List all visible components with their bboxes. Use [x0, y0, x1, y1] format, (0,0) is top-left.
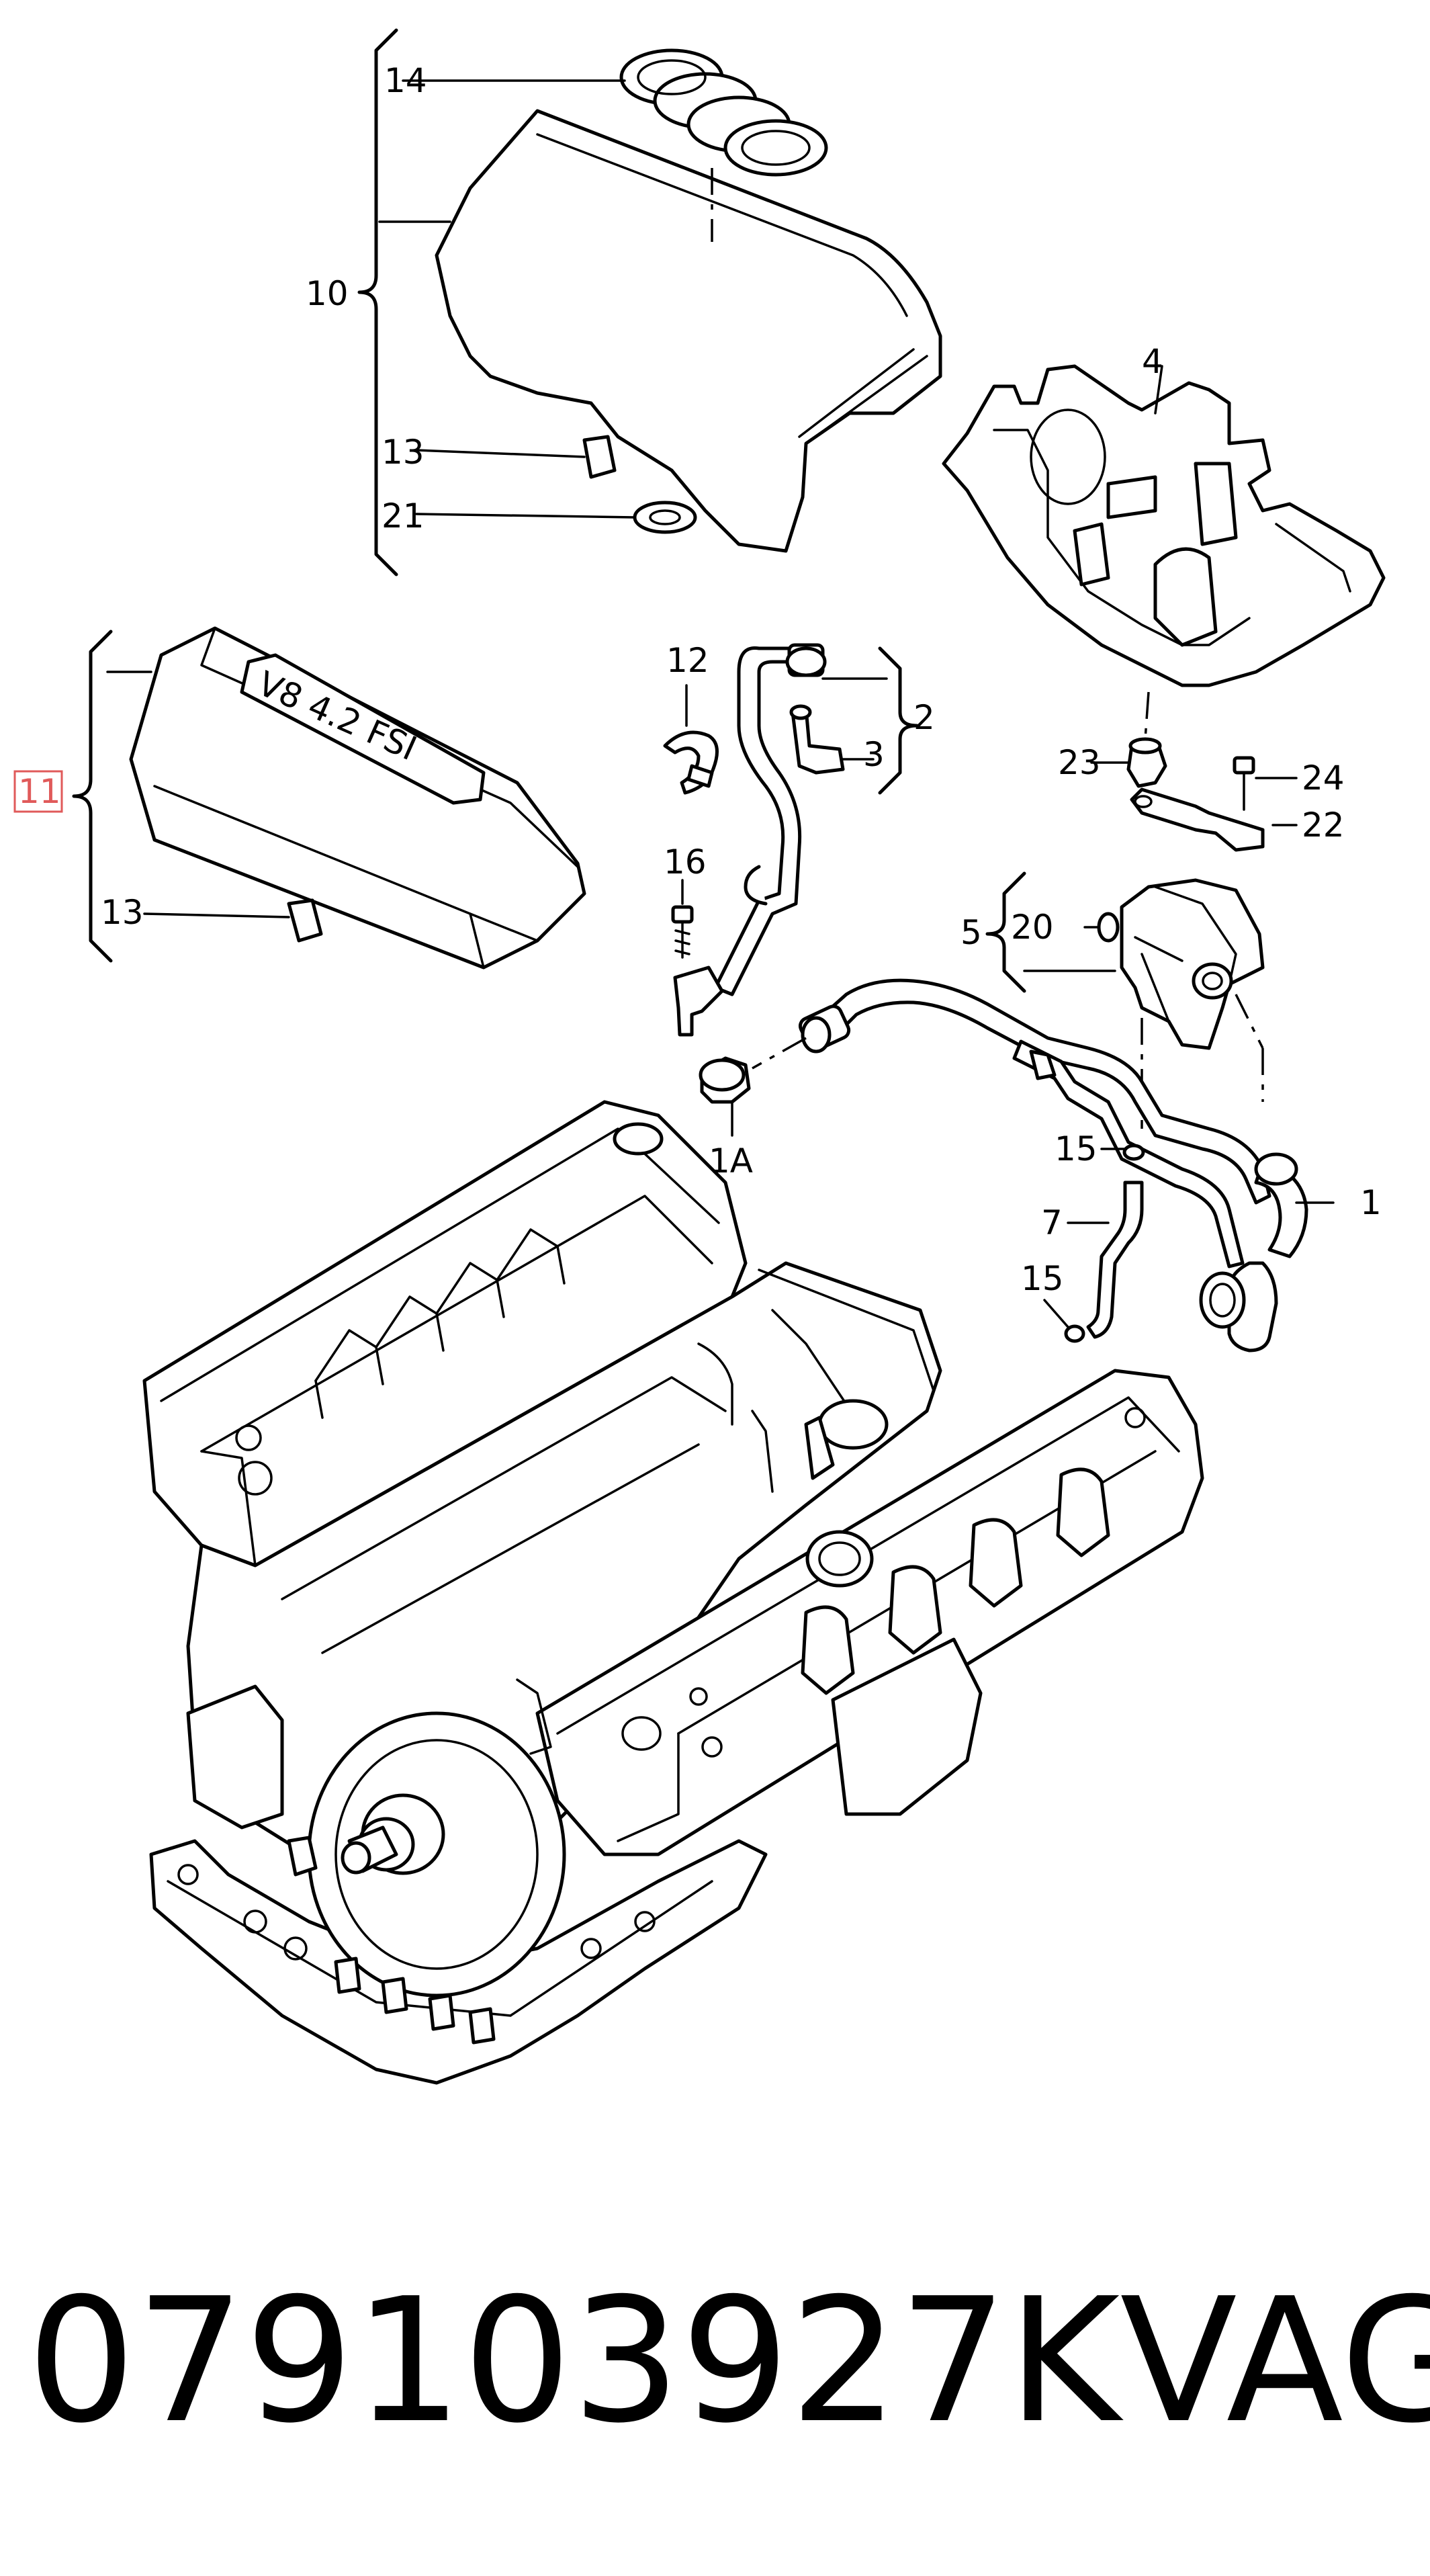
breather-hose-2[interactable] [713, 643, 827, 996]
engine-block [142, 1100, 1204, 2085]
label-13-lower: 13 [101, 893, 144, 932]
label-1: 1 [1360, 1183, 1382, 1222]
grommet-21[interactable] [633, 501, 697, 534]
label-15-upper: 15 [1055, 1129, 1098, 1168]
label-14: 14 [384, 61, 427, 100]
leader-21 [415, 513, 636, 519]
label-22: 22 [1302, 806, 1345, 845]
engine-cover-11[interactable]: V8 4.2 FSI [129, 626, 586, 970]
exploded-view-drawing: V8 4.2 FSI [13, 28, 1386, 2085]
label-16: 16 [664, 843, 707, 882]
label-23: 23 [1058, 743, 1101, 782]
bracket-5 [985, 871, 1026, 993]
label-12: 12 [666, 641, 709, 680]
bolt-16[interactable] [671, 905, 694, 959]
clip-13-upper[interactable] [582, 435, 617, 479]
label-15-lower: 15 [1021, 1259, 1064, 1298]
brand-name: VAG [1120, 2262, 1430, 2461]
leader-13b [143, 912, 290, 918]
engine-shield-4[interactable] [942, 364, 1386, 687]
pipe-axis [752, 1037, 807, 1070]
label-11-highlight[interactable] [13, 770, 63, 813]
label-3: 3 [863, 735, 885, 774]
clip-13-lower[interactable] [287, 898, 323, 943]
label-4: 4 [1142, 342, 1163, 381]
clamp-15-lower[interactable] [1064, 1324, 1085, 1343]
grommet-23[interactable] [1126, 737, 1167, 788]
oil-separator-5[interactable] [1120, 878, 1265, 1050]
label-2: 2 [913, 698, 935, 737]
label-24: 24 [1302, 759, 1345, 798]
emblem-rings[interactable] [619, 48, 828, 177]
clamp-15-upper[interactable] [1122, 1144, 1145, 1161]
bracket-10 [357, 28, 398, 576]
plug-1a[interactable] [699, 1056, 751, 1104]
label-7: 7 [1041, 1203, 1063, 1242]
bracket-22[interactable] [1130, 787, 1265, 852]
label-1a: 1A [709, 1142, 753, 1180]
leader-15b [1043, 1299, 1069, 1328]
hose-7[interactable] [1086, 1180, 1144, 1339]
label-10: 10 [306, 274, 349, 313]
label-20: 20 [1011, 908, 1054, 947]
part-number-footer: 079103927K VAG [27, 2247, 1430, 2476]
shield-axis [1144, 691, 1150, 740]
bolt-24[interactable] [1233, 756, 1255, 811]
leader-13a [415, 449, 586, 458]
label-11: 11 [18, 772, 61, 811]
leader-4 [1154, 365, 1163, 415]
hose-fitting[interactable] [673, 965, 724, 1037]
connector-3[interactable] [789, 704, 845, 775]
separator-axis [1235, 994, 1264, 1049]
label-13-upper: 13 [382, 433, 424, 472]
label-5: 5 [960, 913, 982, 952]
hose-clamp-12[interactable] [663, 730, 719, 795]
label-21: 21 [382, 497, 424, 535]
engine-cover-upper[interactable] [435, 109, 942, 553]
part-number: 079103927K [27, 2262, 1120, 2461]
bracket-11 [72, 630, 113, 963]
bracket-2 [878, 646, 919, 795]
o-ring-20[interactable] [1097, 912, 1120, 943]
